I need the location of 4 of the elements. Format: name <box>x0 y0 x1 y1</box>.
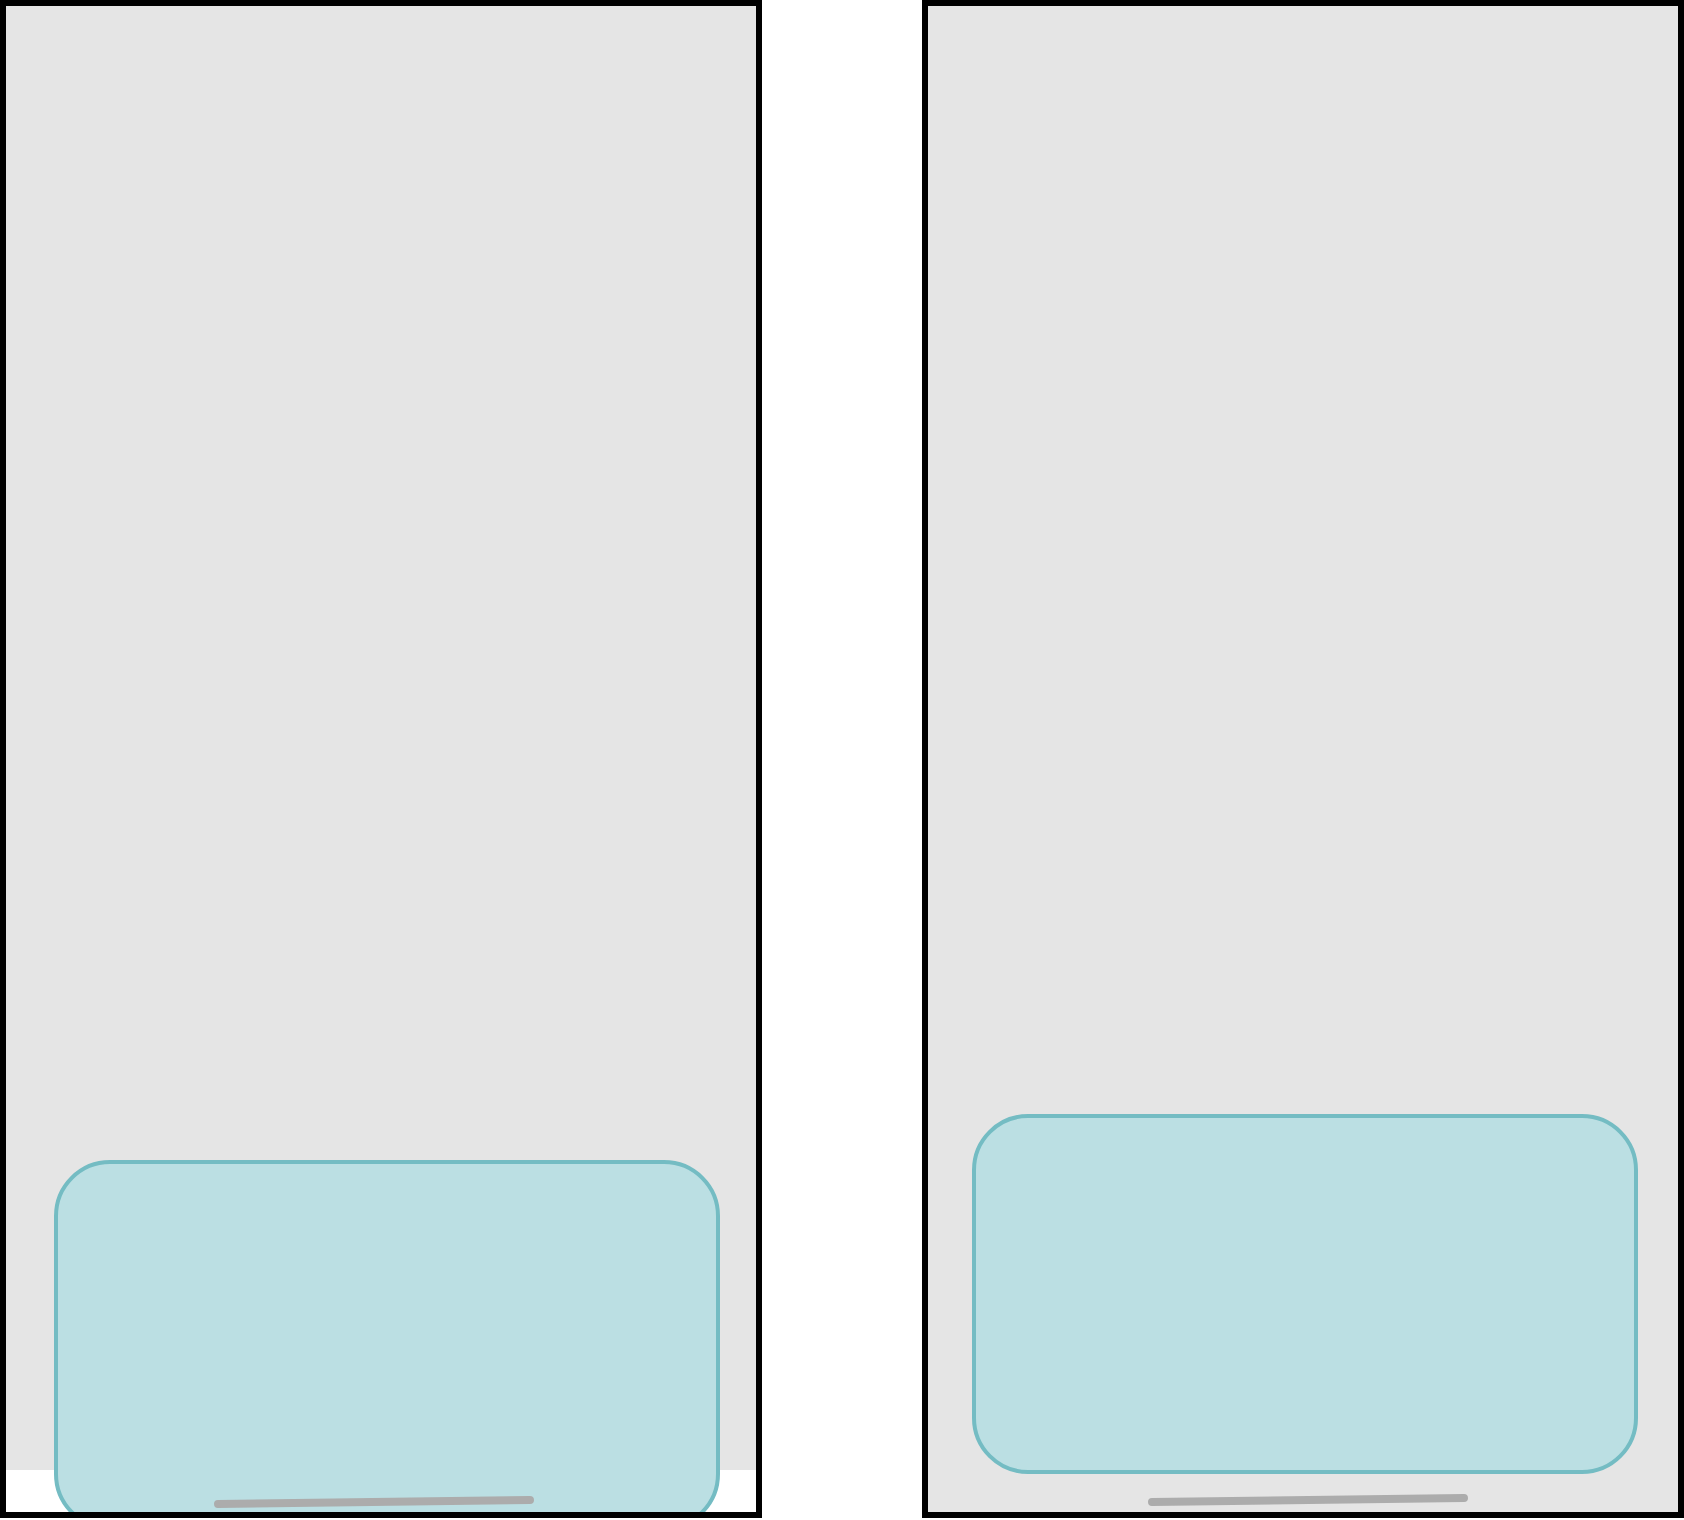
bottom-sheet <box>972 1114 1638 1474</box>
phone-screen <box>0 0 762 1518</box>
bottom-sheet <box>54 1160 720 1512</box>
phone-screen <box>922 0 1684 1518</box>
